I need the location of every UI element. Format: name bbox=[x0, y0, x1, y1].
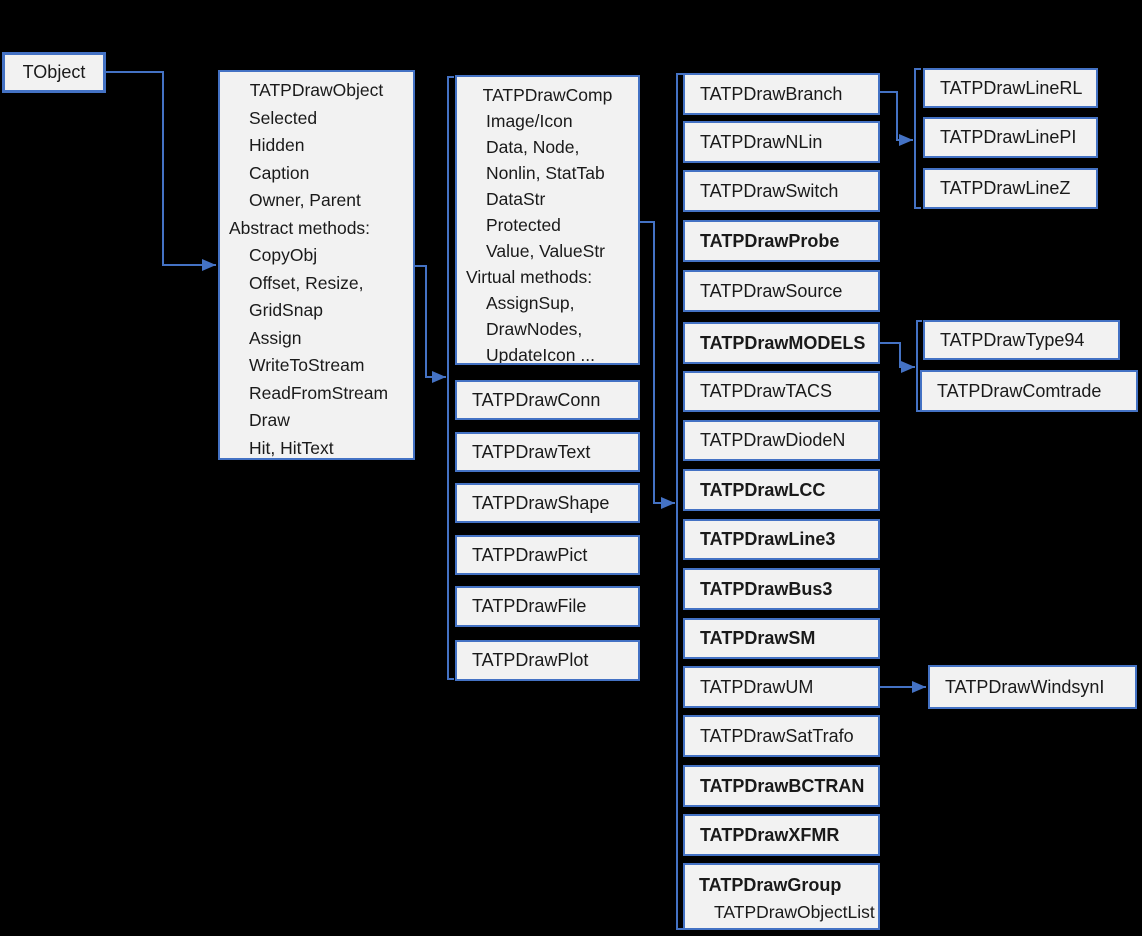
class-label: TATPDrawSwitch bbox=[700, 180, 839, 201]
class-member: Protected bbox=[486, 215, 561, 235]
class-box-linerl: TATPDrawLineRL bbox=[923, 68, 1098, 108]
class-label: TATPDrawBranch bbox=[700, 83, 843, 104]
class-label: TATPDrawNLin bbox=[700, 131, 823, 152]
class-box-text: TATPDrawText bbox=[455, 432, 640, 472]
class-box-conn: TATPDrawConn bbox=[455, 380, 640, 420]
class-label: TATPDrawConn bbox=[472, 389, 601, 410]
class-label: TATPDrawLineZ bbox=[940, 178, 1071, 198]
class-box-switch: TATPDrawSwitch bbox=[683, 170, 880, 212]
class-member: Draw bbox=[249, 410, 290, 430]
class-box-bctran: TATPDrawBCTRAN bbox=[683, 765, 880, 807]
bracket-line-subclasses bbox=[914, 68, 921, 209]
class-box-linez: TATPDrawLineZ bbox=[923, 168, 1098, 209]
class-member: UpdateIcon ... bbox=[486, 345, 595, 365]
class-title: TATPDrawGroup bbox=[699, 875, 842, 895]
class-box-dioden: TATPDrawDiodeN bbox=[683, 420, 880, 461]
class-box-models: TATPDrawMODELS bbox=[683, 322, 880, 364]
class-box-windsyn: TATPDrawWindsynI bbox=[928, 665, 1137, 709]
class-member: Owner, Parent bbox=[249, 190, 361, 210]
class-label: TATPDrawLine3 bbox=[700, 529, 836, 549]
class-label: TATPDrawPict bbox=[472, 544, 588, 565]
class-member: Abstract methods: bbox=[229, 217, 371, 238]
class-label: TATPDrawFile bbox=[472, 596, 587, 616]
class-member: Image/Icon bbox=[486, 111, 573, 131]
class-box-tobject: TObject bbox=[2, 52, 106, 93]
connector-tobject-to-drawobject bbox=[106, 71, 216, 271]
bracket-draw-subclasses bbox=[447, 76, 454, 680]
class-box-file: TATPDrawFile bbox=[455, 586, 640, 627]
class-box-comtrade: TATPDrawComtrade bbox=[920, 370, 1138, 412]
connector-models-to-models-subclasses-bracket bbox=[880, 342, 915, 373]
class-label: TATPDrawLCC bbox=[700, 479, 826, 500]
class-label: TATPDrawLineRL bbox=[940, 77, 1083, 98]
class-label: TATPDrawSatTrafo bbox=[700, 725, 854, 746]
class-box-source: TATPDrawSource bbox=[683, 270, 880, 312]
class-label: TATPDrawMODELS bbox=[700, 332, 866, 353]
class-member: Nonlin, StatTab bbox=[486, 163, 605, 183]
class-member: GridSnap bbox=[249, 300, 323, 320]
class-member: Virtual methods: bbox=[466, 267, 593, 287]
class-label: TATPDrawBus3 bbox=[700, 578, 833, 599]
class-box-pict: TATPDrawPict bbox=[455, 535, 640, 575]
class-box-branch: TATPDrawBranch bbox=[683, 73, 880, 115]
class-member: DrawNodes, bbox=[486, 319, 583, 339]
class-box-lcc: TATPDrawLCC bbox=[683, 469, 880, 511]
class-label: TObject bbox=[22, 62, 86, 82]
class-title: TATPDrawObject bbox=[249, 80, 384, 100]
class-member: ReadFromStream bbox=[249, 382, 389, 403]
class-label: TATPDrawUM bbox=[700, 676, 814, 697]
class-label: TATPDrawBCTRAN bbox=[700, 775, 865, 796]
class-label: TATPDrawLinePI bbox=[940, 127, 1077, 147]
class-label: TATPDrawWindsynI bbox=[945, 676, 1105, 697]
class-member: Hit, HitText bbox=[249, 437, 334, 458]
class-box-plot: TATPDrawPlot bbox=[455, 640, 640, 681]
class-member: CopyObj bbox=[249, 245, 318, 265]
class-box-linepi: TATPDrawLinePI bbox=[923, 117, 1098, 158]
class-label: TATPDrawXFMR bbox=[700, 824, 840, 845]
class-member: DataStr bbox=[486, 189, 546, 209]
class-box-shape: TATPDrawShape bbox=[455, 483, 640, 523]
class-box-nlin: TATPDrawNLin bbox=[683, 121, 880, 163]
class-member: Caption bbox=[249, 162, 310, 183]
class-member: Data, Node, bbox=[486, 137, 580, 157]
bracket-models-subclasses bbox=[916, 320, 922, 412]
class-box-sm: TATPDrawSM bbox=[683, 618, 880, 659]
class-label: TATPDrawTACS bbox=[700, 381, 833, 401]
bracket-component-subclasses bbox=[676, 73, 683, 930]
class-label: TATPDrawShape bbox=[472, 492, 610, 513]
connector-comp-to-component-subclasses-bracket bbox=[640, 221, 675, 509]
class-box-probe: TATPDrawProbe bbox=[683, 220, 880, 262]
connector-drawobject-to-comp-subclasses-bracket bbox=[415, 265, 446, 383]
class-member: Selected bbox=[249, 107, 318, 128]
class-member: Offset, Resize, bbox=[249, 272, 364, 293]
class-label: TATPDrawProbe bbox=[700, 230, 840, 251]
class-label: TATPDrawSM bbox=[700, 628, 816, 648]
class-member: WriteToStream bbox=[249, 355, 365, 375]
class-member: TATPDrawObjectList bbox=[714, 902, 875, 922]
class-box-tacs: TATPDrawTACS bbox=[683, 371, 880, 412]
class-label: TATPDrawType94 bbox=[940, 329, 1085, 350]
class-member: AssignSup, bbox=[486, 293, 575, 313]
class-label: TATPDrawText bbox=[472, 441, 591, 462]
class-member: Assign bbox=[249, 327, 302, 348]
class-title: TATPDrawComp bbox=[482, 85, 613, 105]
class-member: Value, ValueStr bbox=[486, 241, 606, 261]
class-label: TATPDrawComtrade bbox=[937, 380, 1102, 401]
class-member: Hidden bbox=[249, 135, 305, 155]
class-box-bus3: TATPDrawBus3 bbox=[683, 568, 880, 610]
class-box-type94: TATPDrawType94 bbox=[923, 320, 1120, 360]
class-label: TATPDrawPlot bbox=[472, 650, 589, 670]
class-box-sattrafo: TATPDrawSatTrafo bbox=[683, 715, 880, 757]
class-box-um: TATPDrawUM bbox=[683, 666, 880, 708]
class-label: TATPDrawSource bbox=[700, 280, 843, 301]
class-box-xfmr: TATPDrawXFMR bbox=[683, 814, 880, 856]
connector-branch-to-line-subclasses-bracket bbox=[880, 91, 913, 146]
class-box-line3: TATPDrawLine3 bbox=[683, 519, 880, 560]
class-label: TATPDrawDiodeN bbox=[700, 430, 846, 450]
